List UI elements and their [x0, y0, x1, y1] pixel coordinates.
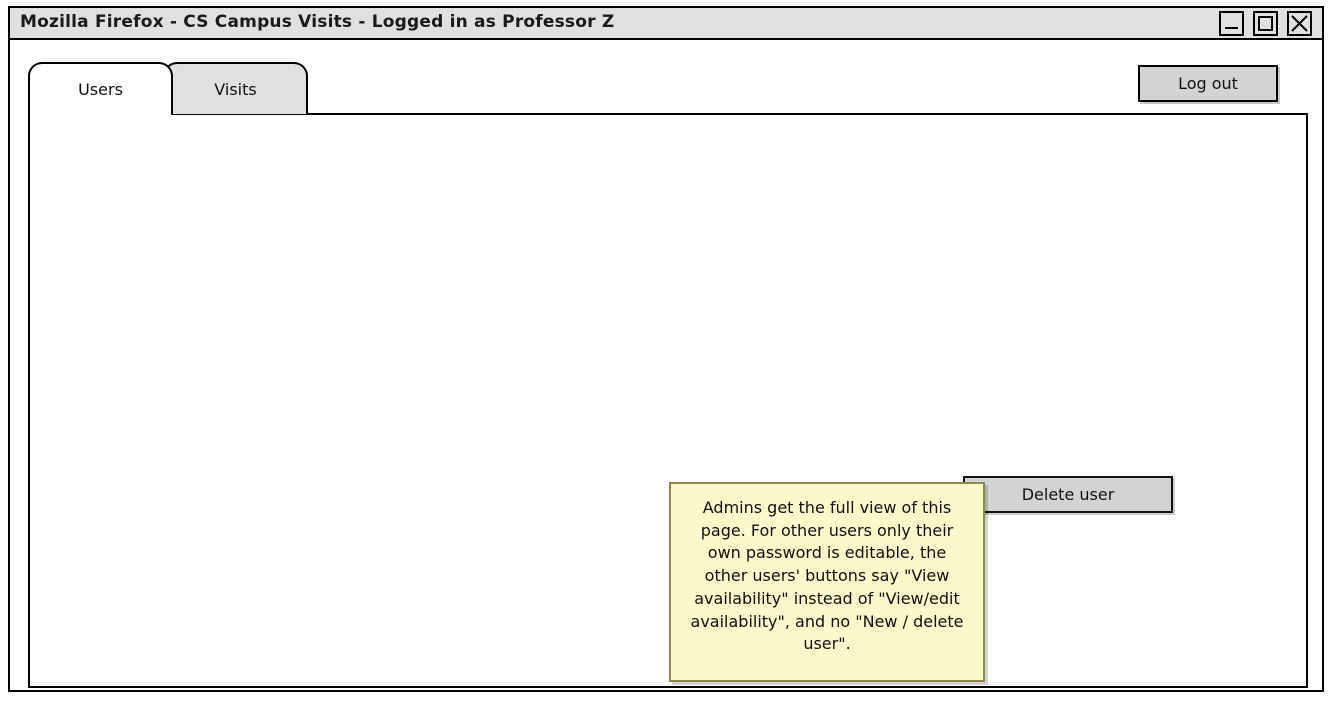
- active-tab-notch: [30, 112, 171, 116]
- window-title: Mozilla Firefox - CS Campus Visits - Log…: [20, 12, 615, 32]
- sticky-note-text: Admins get the full view of this page. F…: [690, 498, 964, 654]
- title-bar: Mozilla Firefox - CS Campus Visits - Log…: [10, 8, 1322, 40]
- tab-users-label: Users: [78, 79, 123, 99]
- browser-window: Mozilla Firefox - CS Campus Visits - Log…: [8, 6, 1324, 692]
- delete-user-label: Delete user: [1021, 485, 1115, 504]
- delete-user-button[interactable]: Delete user: [963, 476, 1173, 513]
- tab-users[interactable]: Users: [28, 62, 173, 114]
- logout-label: Log out: [1178, 74, 1238, 93]
- tab-visits-label: Visits: [214, 79, 257, 99]
- logout-button[interactable]: Log out: [1138, 65, 1278, 102]
- tab-visits[interactable]: Visits: [163, 62, 308, 114]
- users-panel: [28, 113, 1308, 688]
- maximize-icon[interactable]: [1253, 11, 1278, 36]
- minimize-icon[interactable]: [1219, 11, 1244, 36]
- page-area: Visits Users Log out Name Email Password…: [10, 40, 1322, 690]
- sticky-note: Admins get the full view of this page. F…: [669, 482, 985, 682]
- tab-strip: Visits Users: [28, 62, 318, 114]
- close-icon[interactable]: [1287, 11, 1312, 36]
